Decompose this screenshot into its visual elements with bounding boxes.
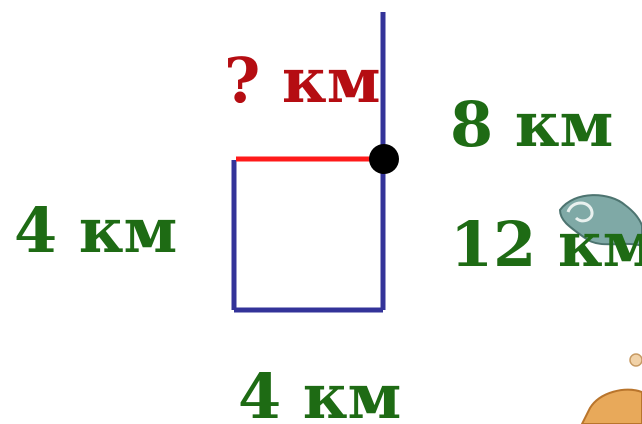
- distance-label-12km: 12 км: [450, 208, 642, 281]
- distance-label-left-4km: 4 км: [14, 194, 178, 267]
- unknown-distance-label: ? км: [224, 44, 381, 117]
- distance-label-8km: 8 км: [450, 88, 614, 161]
- distance-label-bottom-4km: 4 км: [238, 360, 402, 424]
- start-point-dot: [369, 144, 399, 174]
- decorative-ornament: [558, 194, 642, 424]
